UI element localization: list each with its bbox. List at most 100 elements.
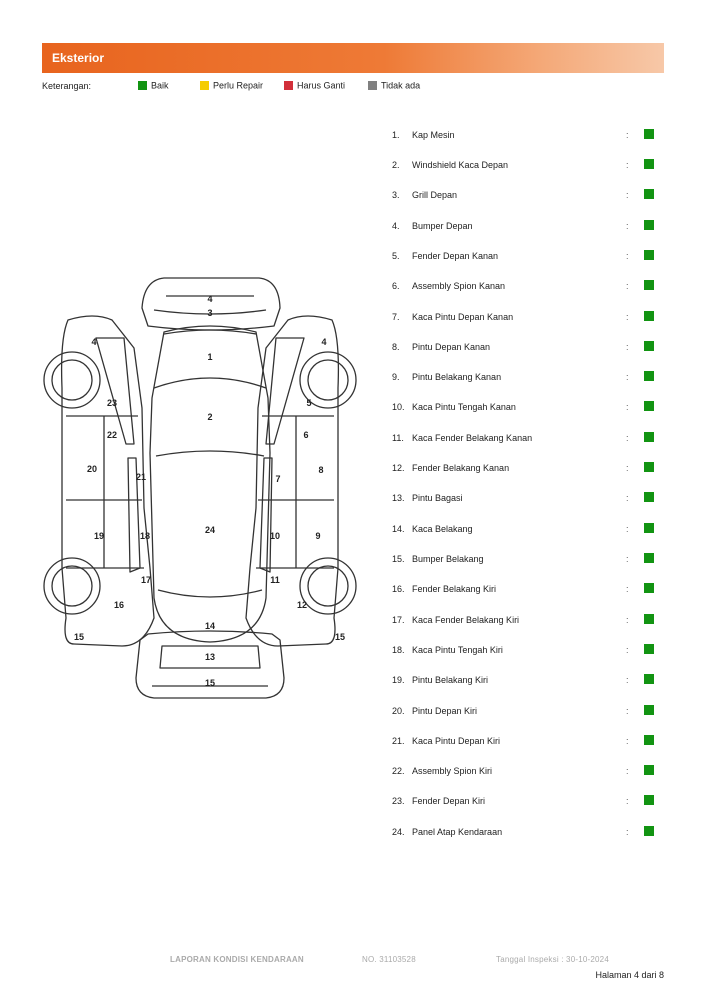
status-indicator <box>644 674 654 684</box>
status-indicator <box>644 644 654 654</box>
status-indicator <box>644 523 654 533</box>
diagram-label: 4 <box>321 337 326 347</box>
diagram-label: 2 <box>207 412 212 422</box>
status-indicator <box>644 735 654 745</box>
item-colon: : <box>626 827 629 837</box>
item-number: 5. <box>392 251 400 261</box>
diagram-label: 15 <box>205 678 215 688</box>
list-item: 18.Kaca Pintu Tengah Kiri: <box>392 640 664 660</box>
item-name: Grill Depan <box>412 190 458 200</box>
car-right-side-view <box>245 315 340 647</box>
list-item: 2.Windshield Kaca Depan: <box>392 155 664 175</box>
item-colon: : <box>626 463 629 473</box>
item-colon: : <box>626 675 629 685</box>
list-item: 21.Kaca Pintu Depan Kiri: <box>392 731 664 751</box>
diagram-label: 9 <box>315 531 320 541</box>
legend-swatch <box>138 81 147 91</box>
list-item: 23. Fender Depan Kiri: <box>392 791 664 811</box>
item-number: 11. <box>392 433 404 443</box>
diagram-label: 24 <box>205 525 215 535</box>
status-indicator <box>644 432 654 442</box>
diagram-label: 17 <box>141 575 151 585</box>
item-colon: : <box>626 524 629 534</box>
diagram-label: 15 <box>74 632 84 642</box>
item-colon: : <box>626 402 629 412</box>
diagram-label: 20 <box>87 464 97 474</box>
item-name: Kaca Pintu Tengah Kiri <box>412 645 503 655</box>
item-colon: : <box>626 736 629 746</box>
list-item: 8.Pintu Depan Kanan: <box>392 337 664 357</box>
item-colon: : <box>626 312 629 322</box>
item-number: 17. <box>392 615 405 625</box>
item-name: Pintu Bagasi <box>412 493 463 503</box>
item-name: Pintu Belakang Kiri <box>412 675 489 685</box>
item-name: Assembly Spion Kiri <box>412 766 493 776</box>
item-colon: : <box>626 766 629 776</box>
item-number: 3. <box>392 190 400 200</box>
item-number: 16. <box>392 584 405 594</box>
list-item: 4.Bumper Depan: <box>392 216 664 236</box>
car-exterior-diagram: 4 3 1 2 24 14 13 15 4 23 22 20 21 19 18 … <box>43 277 357 699</box>
item-name: Kaca Belakang <box>412 524 473 534</box>
diagram-label: 4 <box>91 337 96 347</box>
status-indicator <box>644 250 654 260</box>
item-name: Kaca Fender Belakang Kanan <box>412 433 533 443</box>
list-item: 14.Kaca Belakang: <box>392 519 664 539</box>
legend-swatch <box>200 81 209 91</box>
rear-bumper-shape <box>135 630 285 699</box>
status-indicator <box>644 280 654 290</box>
diagram-label: 15 <box>335 632 345 642</box>
status-indicator <box>644 492 654 502</box>
legend-item-label: Perlu Repair <box>213 80 264 91</box>
item-number: 23. <box>392 796 405 806</box>
watermark <box>66 130 78 144</box>
item-name: Kaca Pintu Depan Kanan <box>412 312 514 322</box>
item-name: Fender Depan Kiri <box>412 796 486 806</box>
item-name: Kaca Fender Belakang Kiri <box>412 615 520 625</box>
list-item: 19.Pintu Belakang Kiri: <box>392 670 664 690</box>
item-name: Kaca Pintu Depan Kiri <box>412 736 501 746</box>
item-name: Panel Atap Kendaraan <box>412 827 503 837</box>
legend-item-harus-ganti: Harus Ganti <box>284 80 345 91</box>
legend-item-tidak-ada: Tidak ada <box>368 80 420 91</box>
status-indicator <box>644 220 654 230</box>
list-item: 15.Bumper Belakang: <box>392 549 664 569</box>
status-indicator <box>644 765 654 775</box>
item-colon: : <box>626 493 629 503</box>
diagram-label: 19 <box>94 531 104 541</box>
status-indicator <box>644 614 654 624</box>
item-number: 24. <box>392 827 405 837</box>
diagram-label: 14 <box>205 621 215 631</box>
status-indicator <box>644 553 654 563</box>
list-item: 1.Kap Mesin: <box>392 125 664 145</box>
item-colon: : <box>626 706 629 716</box>
list-item: 24. Panel Atap Kendaraan: <box>392 822 664 842</box>
list-item: 9.Pintu Belakang Kanan: <box>392 367 664 387</box>
item-colon: : <box>626 160 629 170</box>
list-item: 22. Assembly Spion Kiri: <box>392 761 664 781</box>
front-bumper-shape <box>141 277 281 331</box>
legend-item-label: Baik <box>151 80 169 91</box>
item-number: 1. <box>392 130 400 140</box>
item-number: 22. <box>392 766 405 776</box>
item-colon: : <box>626 433 629 443</box>
diagram-label: 11 <box>270 575 280 585</box>
item-number: 10. <box>392 402 405 412</box>
diagram-label: 5 <box>306 398 311 408</box>
status-indicator <box>644 311 654 321</box>
status-indicator <box>644 371 654 381</box>
item-colon: : <box>626 796 629 806</box>
item-number: 12. <box>392 463 405 473</box>
item-number: 8. <box>392 342 400 352</box>
status-indicator <box>644 189 654 199</box>
item-name: Windshield Kaca Depan <box>412 160 509 170</box>
item-number: 4. <box>392 221 400 231</box>
diagram-label: 1 <box>207 352 212 362</box>
section-header: Eksterior <box>42 43 664 73</box>
car-left-side-view <box>60 315 155 647</box>
item-number: 13. <box>392 493 405 503</box>
item-number: 18. <box>392 645 405 655</box>
item-colon: : <box>626 372 629 382</box>
footer-report-number: NO. 31103528 <box>362 955 416 964</box>
diagram-label: 21 <box>136 472 146 482</box>
